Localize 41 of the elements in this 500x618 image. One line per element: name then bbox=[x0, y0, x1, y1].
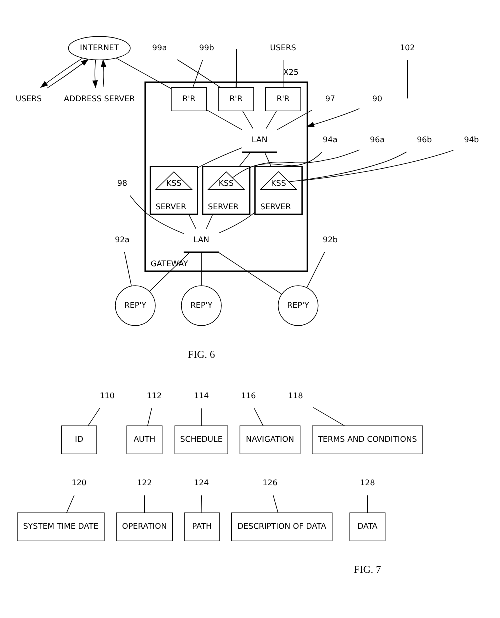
arrow bbox=[47, 58, 90, 88]
connector bbox=[273, 494, 279, 513]
connector bbox=[201, 494, 202, 513]
connector bbox=[197, 147, 242, 168]
connector bbox=[288, 151, 408, 182]
connector bbox=[188, 214, 196, 229]
connector bbox=[192, 60, 204, 88]
connector bbox=[124, 252, 132, 286]
connector bbox=[218, 252, 282, 294]
connector bbox=[306, 252, 326, 288]
connector bbox=[266, 110, 277, 129]
connector bbox=[313, 406, 346, 426]
connector bbox=[88, 408, 100, 426]
connector bbox=[242, 110, 254, 129]
connector bbox=[116, 58, 172, 89]
connector bbox=[254, 408, 264, 426]
label: FIG. 7 bbox=[354, 564, 382, 576]
arrow bbox=[40, 58, 84, 88]
connector bbox=[201, 252, 202, 286]
connector bbox=[407, 59, 408, 99]
arrow bbox=[306, 108, 360, 127]
connector bbox=[277, 109, 313, 130]
connector bbox=[219, 212, 256, 233]
connector bbox=[302, 149, 454, 181]
connector bbox=[236, 48, 238, 88]
connector bbox=[144, 494, 146, 513]
connector bbox=[232, 149, 360, 178]
arrow bbox=[92, 60, 98, 88]
connector bbox=[264, 152, 272, 167]
connector bbox=[206, 109, 242, 130]
label: FIG. 6 bbox=[188, 349, 216, 360]
arrow bbox=[101, 58, 107, 88]
connector bbox=[367, 494, 368, 513]
connector bbox=[283, 60, 284, 88]
connector bbox=[130, 194, 184, 234]
connector bbox=[148, 408, 152, 426]
connector bbox=[66, 494, 75, 513]
connector bbox=[201, 408, 202, 426]
connector bbox=[239, 152, 252, 167]
connector bbox=[177, 59, 221, 88]
connector bbox=[206, 214, 214, 229]
